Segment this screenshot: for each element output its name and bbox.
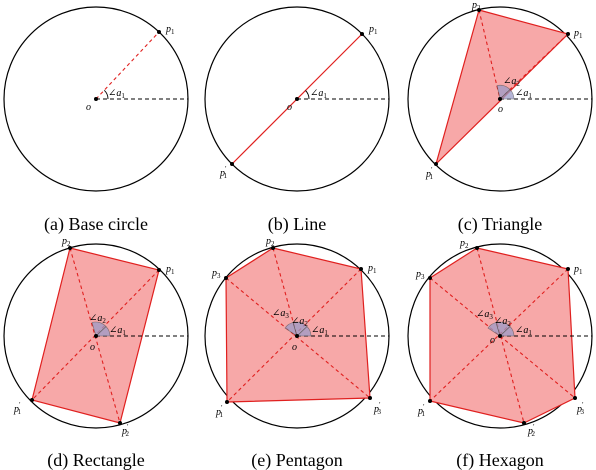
p1-label: p1 xyxy=(368,24,378,36)
angle-a1-label: ∠a1 xyxy=(310,88,327,100)
p2-label: p2 xyxy=(471,0,481,12)
center-label: o xyxy=(90,342,95,353)
caption-e: (e) Pentagon xyxy=(251,450,342,470)
center-point xyxy=(498,334,502,338)
diagonal-p2 xyxy=(272,247,298,337)
center-point xyxy=(295,334,299,338)
p3-label: p3 xyxy=(415,269,425,281)
angle-a2-wedge xyxy=(496,84,511,100)
angle-arc xyxy=(103,89,109,100)
panel-rectangle: o p2 p1 p′2 p′1 ∠a2 ∠a1 (d) Rectangle xyxy=(3,236,189,470)
point-p1 xyxy=(360,32,364,36)
p1-label: p1 xyxy=(573,28,583,40)
angle-a1-label: ∠a1 xyxy=(515,325,532,337)
p2-label: p2 xyxy=(265,236,275,248)
p1-label: p1 xyxy=(165,264,175,276)
point-p2-prime xyxy=(118,421,122,425)
panel-pentagon: o p2 p1 p3 p′3 p′1 ∠a3 ∠a2 ∠a1 (e) Penta… xyxy=(204,236,390,470)
center-label: o xyxy=(86,102,91,113)
point-p1-prime xyxy=(428,399,432,403)
p1-label: p1 xyxy=(165,24,175,36)
caption-b: (b) Line xyxy=(268,214,326,235)
p1-label: p1 xyxy=(367,263,377,275)
center-label: o xyxy=(498,104,503,115)
diagonal-p1 xyxy=(429,268,569,402)
radius-line xyxy=(95,31,160,100)
angle-a3-wedge xyxy=(284,322,298,337)
point-p1-prime xyxy=(434,162,438,166)
point-p1 xyxy=(157,30,161,34)
center-point xyxy=(94,97,98,101)
point-p2 xyxy=(271,246,275,250)
diagonal-p2 xyxy=(478,9,501,100)
point-p3 xyxy=(224,276,228,280)
point-p3 xyxy=(428,276,432,280)
angle-a2-label: ∠a2 xyxy=(503,76,520,88)
p2-label: p2 xyxy=(459,238,469,250)
p3-prime-label: p′3 xyxy=(576,401,585,416)
point-p1 xyxy=(566,32,570,36)
point-p2 xyxy=(477,8,481,12)
panel-base-circle: o p1 ∠a1 (a) Base circle xyxy=(3,6,189,235)
caption-d: (d) Rectangle xyxy=(47,450,144,470)
point-p1-prime xyxy=(30,398,34,402)
center-point xyxy=(295,97,299,101)
p1-prime-label: p′1 xyxy=(13,401,22,416)
point-p3-prime xyxy=(573,396,577,400)
diagonal-p3 xyxy=(429,277,576,399)
point-p1 xyxy=(566,267,570,271)
angle-a1-label: ∠a1 xyxy=(108,88,125,100)
center-point xyxy=(498,97,502,101)
center-label: o xyxy=(490,335,495,346)
angle-a1-label: ∠a1 xyxy=(109,325,126,337)
diagonal-p1 xyxy=(31,269,160,401)
p3-label: p3 xyxy=(211,268,221,280)
angle-a3-wedge xyxy=(487,322,501,337)
angle-a2-label: ∠a2 xyxy=(291,316,308,328)
caption-f: (f) Hexagon xyxy=(456,450,543,470)
angle-a1-label: ∠a1 xyxy=(311,325,328,337)
point-p1-prime xyxy=(225,400,229,404)
p2-label: p2 xyxy=(61,236,71,248)
p1-prime-label: p′1 xyxy=(215,404,224,419)
panel-triangle: o p2 p1 p′1 ∠a2 ∠a1 (c) Triangle xyxy=(407,0,593,235)
angle-a3-label: ∠a3 xyxy=(272,308,289,320)
center-point xyxy=(94,334,98,338)
p2-prime-label: p′2 xyxy=(121,423,130,438)
point-p2 xyxy=(68,246,72,250)
center-label: o xyxy=(287,102,292,113)
panel-hexagon: o p2 p1 p3 p′3 p′2 p′1 ∠a3 ∠a2 ∠a1 (f) H… xyxy=(407,238,593,470)
panel-line: o p1 p′1 ∠a1 (b) Line xyxy=(204,6,390,235)
point-p1-prime xyxy=(230,162,234,166)
point-p2-prime xyxy=(522,421,526,425)
p2-prime-label: p′2 xyxy=(527,423,536,438)
angle-a2-label: ∠a2 xyxy=(89,313,106,325)
caption-a: (a) Base circle xyxy=(44,214,148,235)
caption-c: (c) Triangle xyxy=(458,214,543,235)
diagonal-p2 xyxy=(476,247,525,424)
point-p1 xyxy=(359,267,363,271)
p1-prime-label: p′1 xyxy=(417,403,426,418)
p1-prime-label: p′1 xyxy=(425,166,434,181)
center-label: o xyxy=(292,342,297,353)
angle-a2-wedge xyxy=(91,321,107,337)
point-p2 xyxy=(475,246,479,250)
angle-a3-label: ∠a3 xyxy=(476,309,493,321)
angle-arc xyxy=(305,90,310,100)
p3-prime-label: p′3 xyxy=(373,401,382,416)
p1-prime-label: p′1 xyxy=(219,165,228,180)
point-p3-prime xyxy=(368,396,372,400)
diagonal-p3 xyxy=(225,277,371,399)
angle-a1-label: ∠a1 xyxy=(515,88,532,100)
p1-label: p1 xyxy=(573,264,583,276)
angle-a2-label: ∠a2 xyxy=(494,316,511,328)
diagonal-p1 xyxy=(226,268,362,403)
diagonal-p1 xyxy=(499,33,569,100)
point-p1 xyxy=(157,268,161,272)
